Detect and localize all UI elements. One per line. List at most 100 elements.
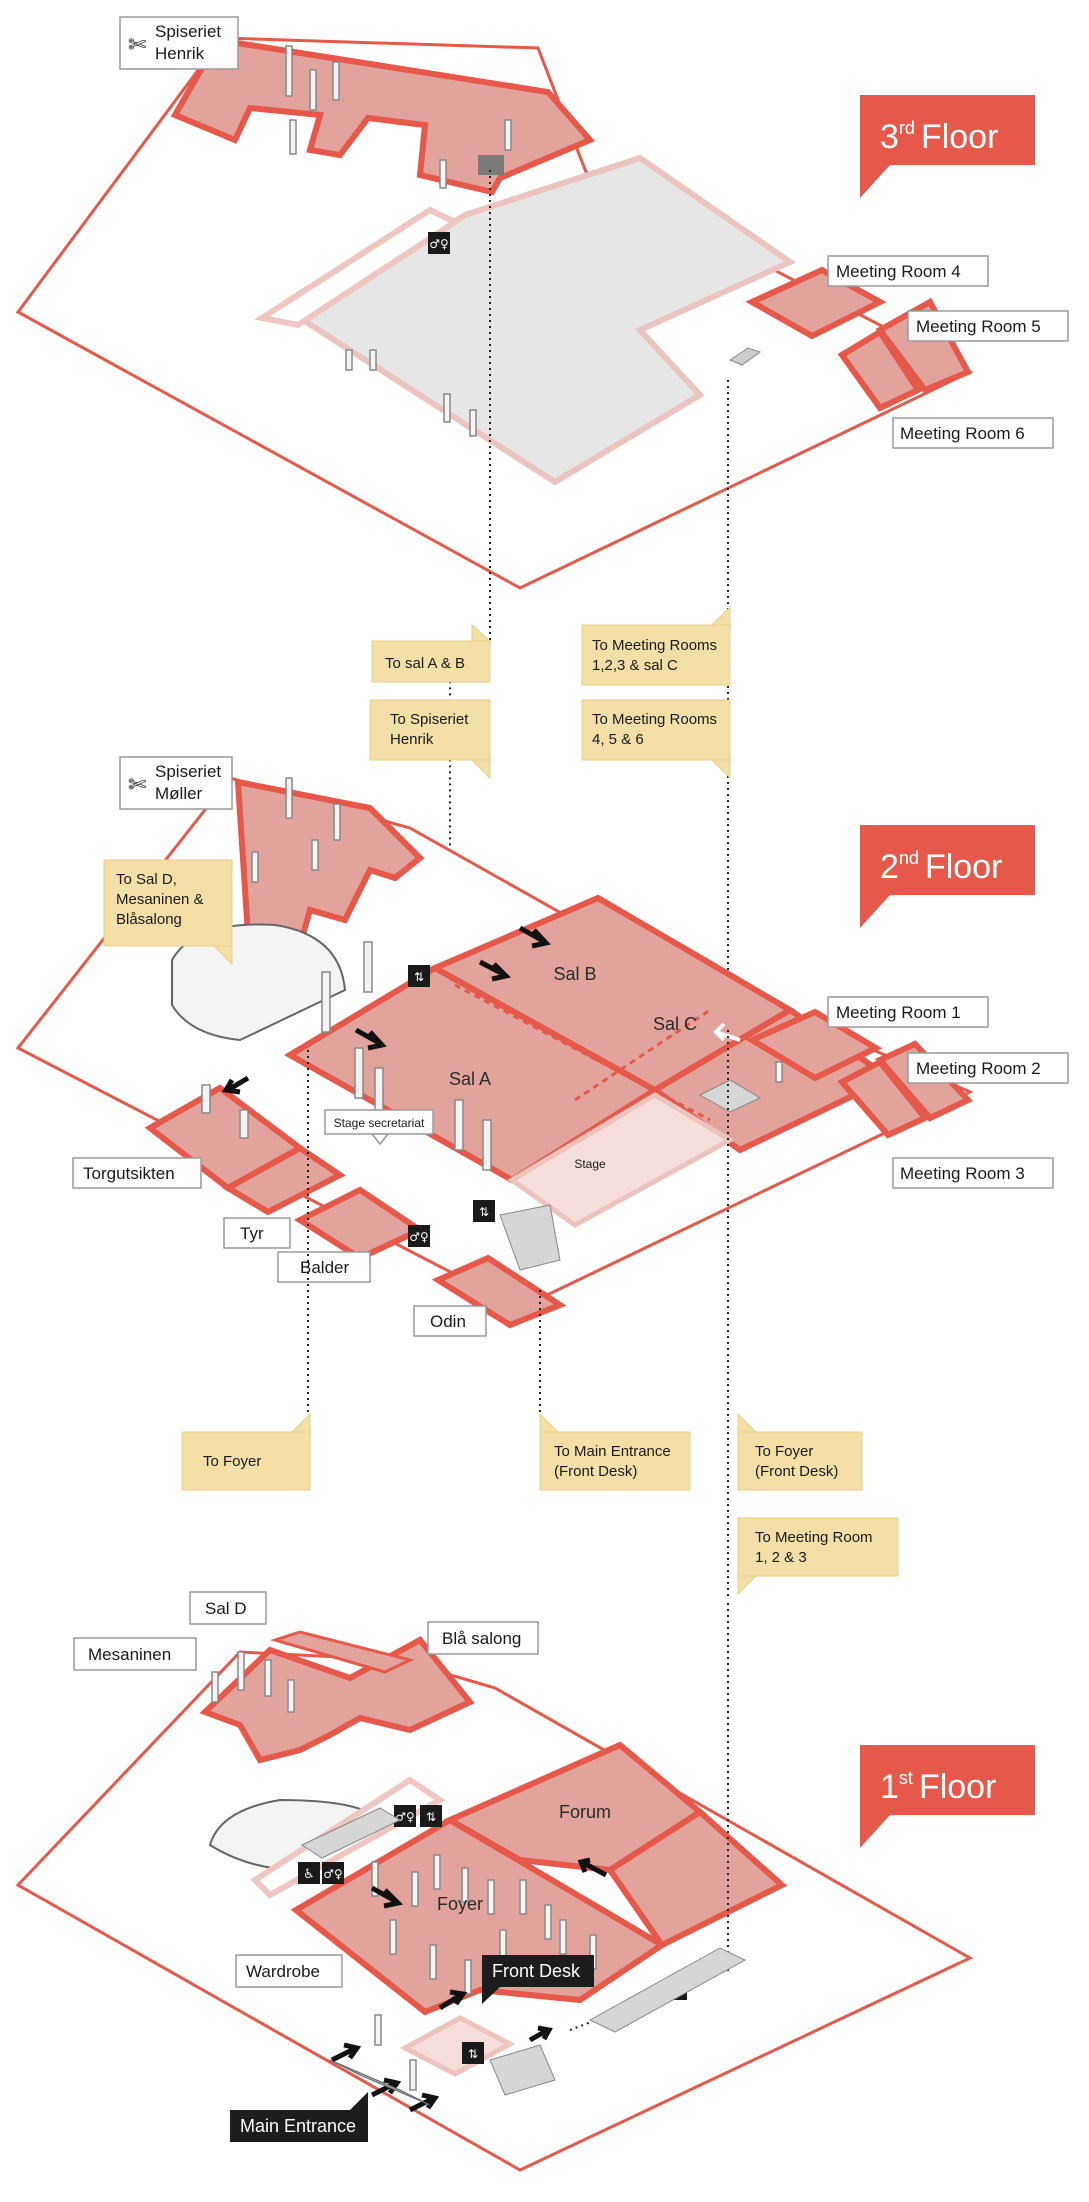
sal-divider-ab [454, 983, 711, 1122]
svg-text:To Foyer: To Foyer [755, 1443, 813, 1460]
svg-text:♿: ♿ [303, 1867, 315, 1882]
sal-divider-bc [574, 1008, 711, 1102]
floor-1-elevator-icon: ⇅ [420, 1805, 442, 1827]
svg-text:Front Desk: Front Desk [492, 1961, 581, 1981]
svg-text:Møller: Møller [155, 784, 203, 803]
main-entrance-label[interactable]: Main Entrance [230, 2092, 368, 2142]
note-to-main-entrance: To Main Entrance (Front Desk) [539, 1412, 691, 1491]
svg-text:Mesaninen: Mesaninen [88, 1645, 171, 1664]
meeting-room-3-area[interactable] [837, 1058, 930, 1139]
floor-3: ♂♀ [15, 36, 974, 590]
floor-1-stairs [300, 1807, 402, 1859]
note-to-meeting-rooms-456: To Meeting Rooms 4, 5 & 6 [581, 699, 731, 780]
cutlery-icon: ✄ [128, 33, 147, 58]
svg-text:To Meeting Rooms: To Meeting Rooms [592, 637, 717, 654]
sal-a-label: Sal A [449, 1069, 491, 1089]
svg-text:⇅: ⇅ [479, 1205, 489, 1219]
svg-text:Stage secretariat: Stage secretariat [334, 1116, 425, 1130]
meeting-room-6-area[interactable] [837, 327, 923, 412]
floor-2-staircase [499, 1204, 561, 1271]
svg-text:To Sal D,: To Sal D, [116, 871, 177, 888]
stage [507, 1092, 736, 1228]
svg-text:1,2,3 & sal C: 1,2,3 & sal C [592, 657, 678, 674]
floor-3-restroom-icon: ♂♀ [428, 232, 450, 254]
wheelchair-icon: ♿ [298, 1862, 320, 1884]
svg-text:Tyr: Tyr [240, 1224, 264, 1243]
svg-text:Balder: Balder [300, 1258, 349, 1277]
meeting-room-4-label: Meeting Room 4 [827, 255, 989, 287]
svg-text:(Front Desk): (Front Desk) [755, 1463, 838, 1480]
spiseriet-henrik-label: ✄ Spiseriet Henrik [119, 16, 239, 70]
floor-3-stairs-icon [478, 155, 504, 175]
floor-2-lift-icon: ⇅ [473, 1200, 495, 1222]
path-floor-1-route [569, 1600, 729, 2031]
floor-1-pillars [211, 1651, 597, 2091]
floor-1-arrows [330, 1857, 608, 2113]
svg-text:Meeting Room 1: Meeting Room 1 [836, 1003, 961, 1022]
floor-3-corridor [254, 206, 462, 329]
svg-text:⇅: ⇅ [426, 1810, 436, 1824]
balder-label: Balder [277, 1251, 371, 1283]
svg-text:Henrik: Henrik [155, 44, 205, 63]
floor-3-escalator-icon [728, 347, 762, 366]
cutlery-icon-2: ✄ [128, 773, 147, 798]
meeting-room-1-area[interactable] [745, 1008, 883, 1082]
floor-2-pillars [201, 777, 783, 1171]
svg-text:Sal D: Sal D [205, 1599, 247, 1618]
floor-2-elevator-icon: ⇅ [408, 965, 430, 987]
front-desk-label[interactable]: Front Desk [482, 1955, 594, 2004]
forum-label: Forum [559, 1802, 611, 1822]
torgutsikten-label: Torgutsikten [72, 1157, 202, 1189]
svg-text:Meeting Room 4: Meeting Room 4 [836, 262, 961, 281]
svg-text:Meeting Room 3: Meeting Room 3 [900, 1164, 1025, 1183]
svg-text:1, 2 & 3: 1, 2 & 3 [755, 1549, 807, 1566]
svg-text:Torgutsikten: Torgutsikten [83, 1164, 175, 1183]
floor-3-restaurant-area[interactable] [170, 36, 595, 196]
floor-1-restroom-icon-2: ♂♀ [322, 1862, 344, 1884]
main-entrance-steps [329, 2059, 431, 2106]
svg-text:Main Entrance: Main Entrance [240, 2116, 356, 2136]
wardrobe-label: Wardrobe [235, 1954, 343, 1988]
note-to-sal-ab: To sal A & B [371, 623, 492, 683]
front-desk-counter[interactable] [399, 2015, 516, 2077]
bla-salong-label: Blå salong [427, 1621, 539, 1655]
svg-text:⇅: ⇅ [414, 970, 424, 984]
svg-text:♂♀: ♂♀ [409, 1230, 429, 1244]
note-to-spiseriet-henrik: To Spiseriet Henrik [369, 699, 491, 780]
svg-text:(Front Desk): (Front Desk) [554, 1463, 637, 1480]
meeting-room-1-label: Meeting Room 1 [827, 996, 989, 1028]
svg-text:⇅: ⇅ [468, 2047, 478, 2061]
floor-1-auditorium-circle [208, 1798, 382, 1872]
mesaninen-label: Mesaninen [73, 1637, 197, 1671]
spiseriet-moller-label: ✄ Spiseriet Møller [119, 756, 233, 810]
floor-3-pillars [285, 45, 512, 437]
svg-text:To Meeting Room: To Meeting Room [755, 1529, 873, 1546]
svg-text:4, 5 & 6: 4, 5 & 6 [592, 731, 644, 748]
sal-b-label: Sal B [553, 964, 596, 984]
stage-label: Stage [574, 1157, 606, 1171]
note-to-foyer-right: To Foyer (Front Desk) [737, 1412, 863, 1491]
floor-1-lift-icon: ⇅ [462, 2042, 484, 2064]
svg-text:Meeting Room 2: Meeting Room 2 [916, 1059, 1041, 1078]
meeting-room-3-label: Meeting Room 3 [892, 1157, 1054, 1189]
svg-text:Meeting Room 6: Meeting Room 6 [900, 424, 1025, 443]
stage-secretariat-label: Stage secretariat [324, 1109, 434, 1146]
meeting-room-6-label: Meeting Room 6 [892, 417, 1054, 449]
svg-text:Mesaninen &: Mesaninen & [116, 891, 204, 908]
forum-annex[interactable] [605, 1808, 788, 1949]
svg-text:Blå salong: Blå salong [442, 1629, 521, 1648]
floor-1: ♂♀ ⇅ ♿ ♂♀ ♂♀ ⇅ [15, 1600, 974, 2172]
svg-text:Meeting Room 5: Meeting Room 5 [916, 317, 1041, 336]
note-to-meeting-rooms-123-salc: To Meeting Rooms 1,2,3 & sal C [581, 605, 731, 686]
sal-d-balcony-strip[interactable] [269, 1630, 415, 1674]
note-to-sal-d: To Sal D, Mesaninen & Blåsalong [103, 859, 233, 966]
svg-text:Odin: Odin [430, 1312, 466, 1331]
svg-text:Blåsalong: Blåsalong [116, 911, 182, 928]
tyr-room[interactable] [222, 1144, 346, 1216]
